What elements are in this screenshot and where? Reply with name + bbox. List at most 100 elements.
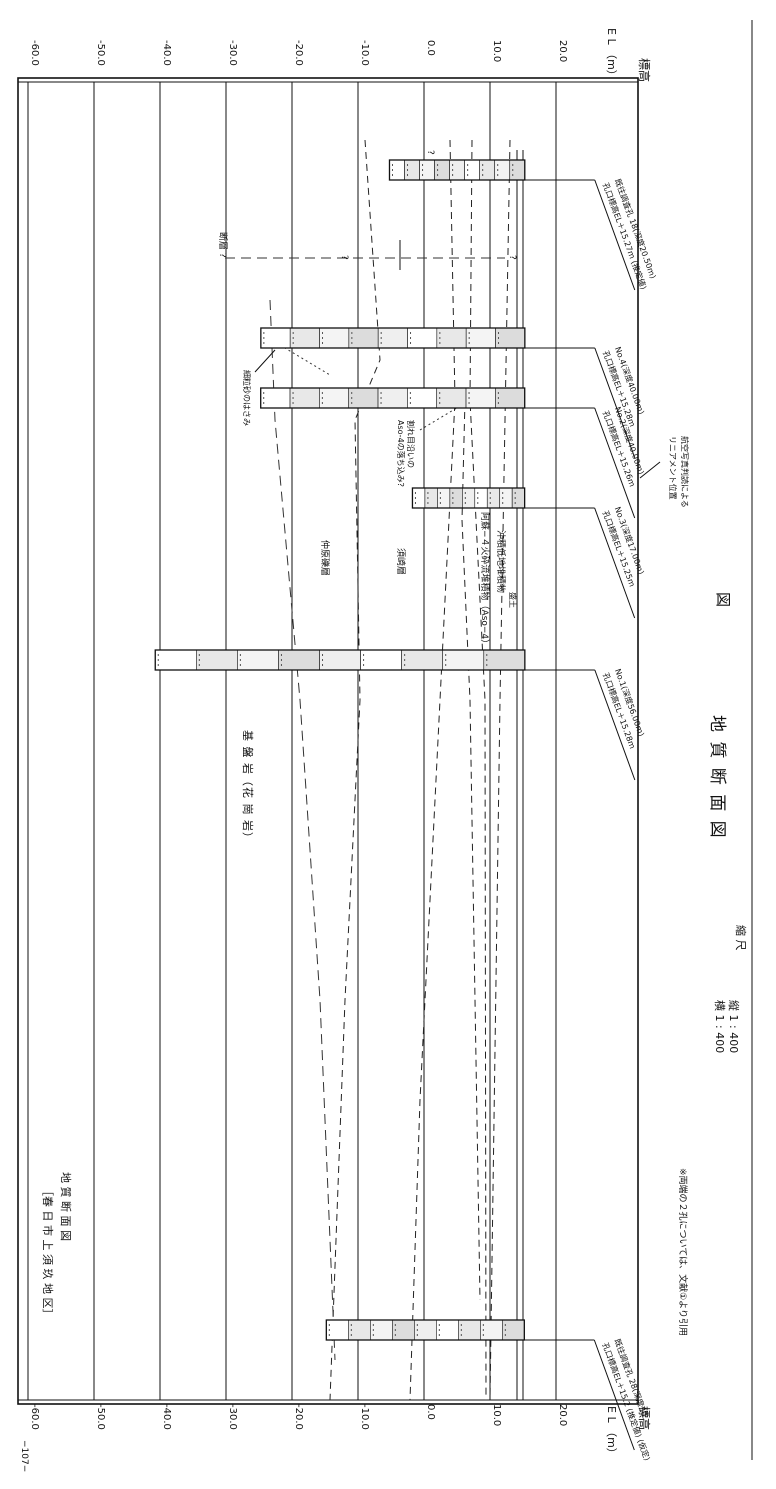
borehole-segment [462,487,476,509]
borehole-segment [348,387,379,409]
borehole-segment [260,327,291,349]
page-number: −107− [19,1440,29,1472]
borehole-outline [411,487,526,509]
annotation-fault: 断層 ? [217,232,229,258]
borehole-segment [407,327,438,349]
boundary-suzaki-base [329,139,381,1401]
borehole-outline [325,1319,525,1341]
borehole-segment [449,159,465,181]
borehole-leader-diag [594,669,636,781]
borehole-segment [483,649,526,671]
borehole-segment [260,387,291,409]
caption-line-2: ［春 日 市 上 須 玖 地 区］ [41,1185,55,1319]
borehole-segment [289,327,320,349]
borehole-segment [464,159,480,181]
tick-label-top: -30.0 [227,40,238,66]
borehole-outline [260,387,526,409]
borehole-segment [479,159,496,181]
axis-label-top: 標高 [637,58,652,82]
annotation-lineament-1: 航空写真判読による [680,436,690,508]
boundary-fill-base [489,139,511,1401]
borehole-segment [494,159,511,181]
tick-label-bottom: 10.0 [491,1404,502,1426]
leader-sand-dotted [279,344,331,376]
layer-label-nakabaru: 仲原礫層 [319,540,331,576]
borehole-segment [434,159,450,181]
elevation-gridlines [27,82,557,1400]
borehole-segment [424,487,438,509]
layer-label-surface: 盛土 [508,592,518,608]
lineament-arrow [639,461,661,479]
tick-label-top: 10.0 [491,40,502,62]
borehole-segment [465,327,496,349]
scale-horizontal: 横 1 : 400 [713,1000,727,1053]
borehole-segment [419,159,435,181]
borehole-leader-diag [594,507,636,619]
tick-label-top: -60.0 [29,40,40,66]
tick-label-bottom: -30.0 [227,1404,238,1430]
tick-label-top: -20.0 [293,40,304,66]
borehole-segment [474,487,488,509]
tick-label-bottom: -60.0 [29,1404,40,1430]
borehole-segment [196,649,238,671]
borehole: 既往調査孔 28(深度30.孔口標高EL＋15.2 (推定値) (仮定) [325,1319,653,1462]
sheet-border [17,77,639,1405]
borehole-segment [495,327,526,349]
borehole-outline [154,649,526,671]
axis-label-el: E L （m） [605,28,618,81]
borehole-segment [495,387,526,409]
boundary-aso4-base [409,139,456,1401]
annotation-question-2: ? [507,255,517,260]
borehole-segment [348,327,379,349]
tick-label-bottom: -40.0 [161,1404,172,1430]
annotation-sand: 細粒砂のはさみ [242,370,252,426]
borehole-leader-diag [594,179,636,291]
tick-label-top: -10.0 [359,40,370,66]
tick-label-top: -50.0 [95,40,106,66]
borehole-segment [449,487,463,509]
borehole: 既往調査孔 18(深度20.50m)孔口標高EL＋15.27m (推定値) [388,159,658,291]
borehole-leader-diag [594,347,636,459]
borehole-outline [388,159,526,181]
boundary-alt [461,399,481,1301]
borehole-segment [401,649,444,671]
borehole-segment [360,649,402,671]
tick-label-bottom: -10.0 [359,1404,370,1430]
borehole-segment [237,649,279,671]
reference-note: ※両端の２孔については、文献①より引用 [677,1168,689,1336]
borehole-segment [486,487,501,509]
borehole-segment [509,159,526,181]
borehole-segment [278,649,320,671]
caption-line-1: 地 質 断 面 図 [59,1172,73,1241]
layer-label-suzaki: 須崎層 [395,548,407,575]
annotation-question-1: ? [425,150,435,155]
borehole-segment [499,487,513,509]
borehole-segment [404,159,420,181]
layer-label-aso4: 阿蘇−４火砕流堆積物（Aso−4） [479,512,491,648]
borehole-segment [412,487,426,509]
scale-label: 縮 尺 [734,925,748,951]
borehole-leader-diag [593,1339,635,1451]
annotation-question-3: ? [339,255,349,260]
borehole-segment [154,649,197,671]
tick-label-bottom: 20.0 [557,1404,568,1426]
borehole-outline [260,327,526,349]
borehole: No.1(深度56.00m)孔口標高EL＋15.28m [154,649,647,781]
borehole-segment [407,387,438,409]
boreholes: 既往調査孔 18(深度20.50m)孔口標高EL＋15.27m (推定値) No.… [154,159,658,1462]
tick-label-top: 20.0 [557,40,568,62]
figure-label: 図 [714,592,732,607]
tick-label-bottom: 0.0 [425,1404,436,1420]
borehole-segment [289,387,320,409]
borehole-segment [319,327,350,349]
layer-label-alluvium: 沖積低地堆積物 [495,530,507,593]
borehole-segment [511,487,525,509]
borehole-segment [436,387,467,409]
axis-label-el-bottom: E L （m） [605,1406,618,1459]
figure-title: 地 質 断 面 図 [707,715,727,840]
boundary-alluvium-base [469,139,487,1401]
borehole-segment [377,327,408,349]
annotation-crack-2: Aso-4の落ち込み？ [396,420,406,491]
